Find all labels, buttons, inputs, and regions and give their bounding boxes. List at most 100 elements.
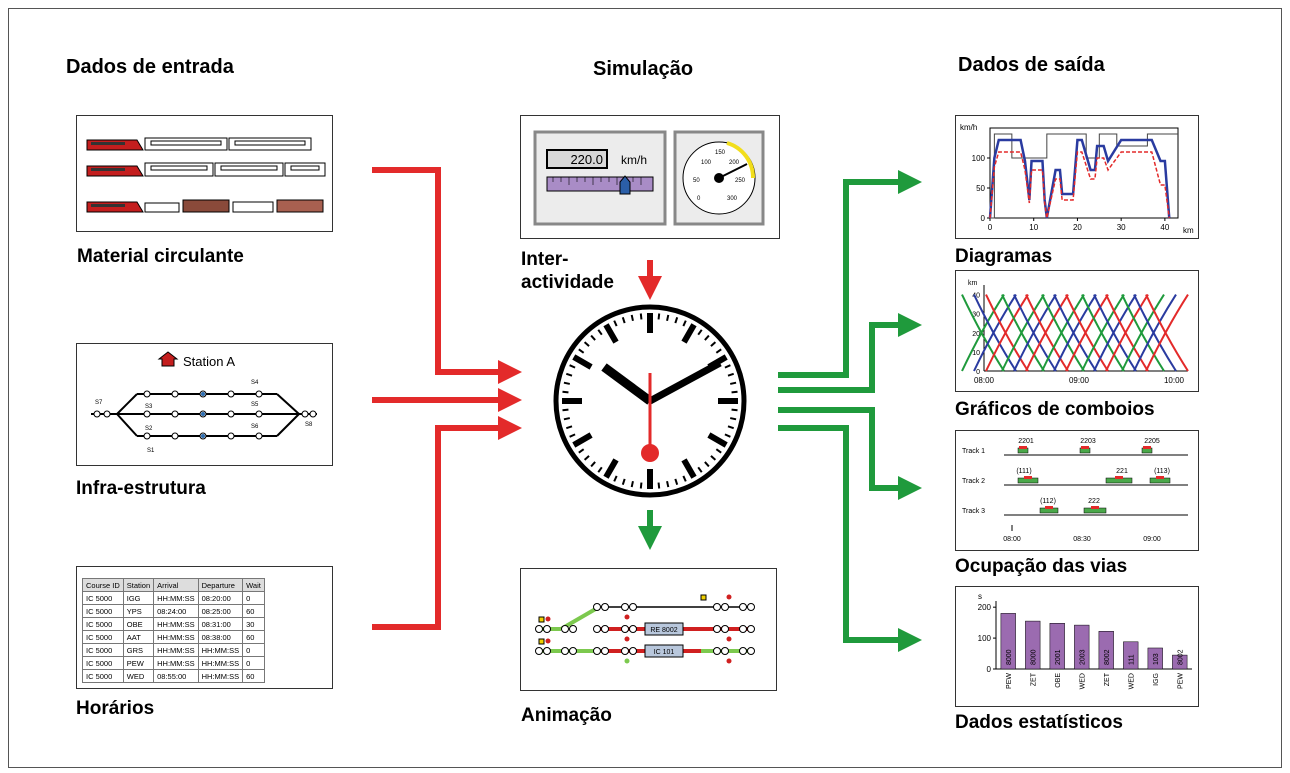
stat-bar: [1025, 620, 1041, 670]
speed-chart-ytick-label: 50: [976, 184, 985, 193]
clock-minute-tick: [697, 329, 703, 336]
speed-chart-xtick-label: 0: [988, 223, 993, 232]
clock-hour-tick: [572, 354, 593, 370]
clock-minute-tick: [565, 425, 573, 430]
stats-ytick-label: 100: [978, 634, 992, 643]
infrastructure-panel: Station A S1 S2 S3 S4 S5 S6 S7 S8: [76, 343, 333, 466]
stats-ylabel: s: [978, 592, 982, 601]
arrow-train-graphs: [778, 313, 922, 393]
arrow-diagrams: [778, 170, 922, 378]
svg-text:100: 100: [701, 160, 712, 166]
train-graph-ytick-label: 20: [972, 331, 980, 338]
clock-minute-tick: [583, 341, 590, 347]
stat-category-label: ZET: [1104, 672, 1111, 686]
clock-minute-tick: [597, 466, 603, 473]
speed-unit: km/h: [621, 153, 647, 167]
speedometer-warning-arc: [726, 141, 756, 179]
stat-bar: [1147, 647, 1163, 670]
clock-minute-tick: [710, 341, 717, 347]
clock-minute-tick: [578, 448, 585, 454]
stat-bar-label: 8002: [1104, 649, 1111, 665]
train-path-up: [1013, 294, 1057, 372]
train-path-up: [1133, 294, 1177, 372]
rolling-stock-panel: [76, 115, 333, 232]
train-row-1: [86, 137, 312, 151]
occupation-train-label: 2201: [1018, 438, 1034, 445]
caption-interactivity: Inter- actividade: [521, 249, 614, 293]
clock-hour-tick: [572, 432, 593, 448]
train-path-up: [1025, 294, 1069, 372]
clock-minute-tick: [666, 314, 670, 321]
arrow-rolling-stock: [372, 167, 522, 384]
svg-text:0: 0: [697, 196, 701, 202]
train-graph-xtick-label: 08:00: [974, 376, 995, 385]
clock-minute-tick: [597, 329, 603, 336]
train-path-down: [1053, 294, 1097, 372]
figure-frame: [8, 8, 1282, 768]
clock-minute-tick: [730, 381, 737, 385]
stat-category-label: WED: [1079, 673, 1086, 689]
stat-category-label: OBE: [1055, 673, 1062, 688]
stat-bar-label: 111: [1128, 654, 1135, 665]
svg-text:50: 50: [693, 178, 700, 184]
stat-category-label: PEW: [1177, 673, 1184, 689]
train-path-down: [1001, 294, 1045, 372]
occupation-xtick-label: 08:00: [1003, 536, 1021, 543]
train-path-up: [973, 294, 1017, 372]
arrow-statistics: [778, 425, 922, 652]
clock-minute-tick: [562, 408, 569, 412]
occupation-train-label: (113): [1154, 468, 1170, 475]
train-path-down: [1013, 294, 1057, 372]
svg-text:S2: S2: [145, 426, 153, 432]
speed-planned-line: [989, 151, 1170, 219]
train-path-down: [973, 294, 1017, 372]
clock-minute-tick: [727, 425, 735, 430]
clock-hour-tick: [681, 458, 697, 479]
clock-minute-tick: [630, 481, 634, 488]
occupation-reservation: [1143, 446, 1151, 449]
clock-minute-tick: [621, 316, 626, 324]
clock-minute-tick: [682, 475, 687, 482]
stat-bar: [1049, 623, 1065, 670]
occupation-train-label: 221: [1116, 468, 1128, 475]
svg-text:S3: S3: [145, 404, 153, 410]
clock-minute-tick: [583, 455, 590, 461]
stat-bar-label: 8000: [1006, 649, 1013, 665]
train-row-2: [86, 162, 326, 177]
track-layout: Station A S1 S2 S3 S4 S5 S6 S7 S8: [91, 351, 317, 454]
clock-minute-tick: [666, 481, 670, 488]
speed-chart-ylabel: km/h: [960, 123, 977, 132]
stat-bar: [1172, 654, 1188, 670]
clock-minute-tick: [731, 408, 738, 412]
interactivity-panel: 220.0 km/h 0 50 100 150 200 250 300: [520, 115, 780, 239]
train-path-up: [1081, 294, 1125, 372]
clock-minute-tick: [715, 348, 722, 354]
svg-text:S8: S8: [305, 422, 313, 428]
clock-minute-tick: [710, 455, 717, 461]
clock-minute-tick: [715, 448, 722, 454]
clock-minute-tick: [724, 364, 731, 369]
train-path-down: [1093, 294, 1137, 372]
caption-rolling-stock: Material circulante: [77, 246, 244, 267]
stats-ytick-label: 0: [987, 665, 992, 674]
clock-minute-tick: [563, 381, 570, 385]
clock-hour-tick: [707, 432, 728, 448]
speed-chart-frame: [989, 127, 1179, 219]
stat-bar: [1000, 613, 1016, 670]
train-path-down: [961, 294, 1005, 372]
train-path-down: [1105, 294, 1149, 372]
clock-hour-hand: [601, 363, 653, 405]
stat-bar: [1098, 631, 1114, 670]
train-path-down: [1065, 294, 1109, 372]
stat-bar-label: 2001: [1055, 649, 1062, 665]
train-path-down: [1025, 294, 1069, 372]
